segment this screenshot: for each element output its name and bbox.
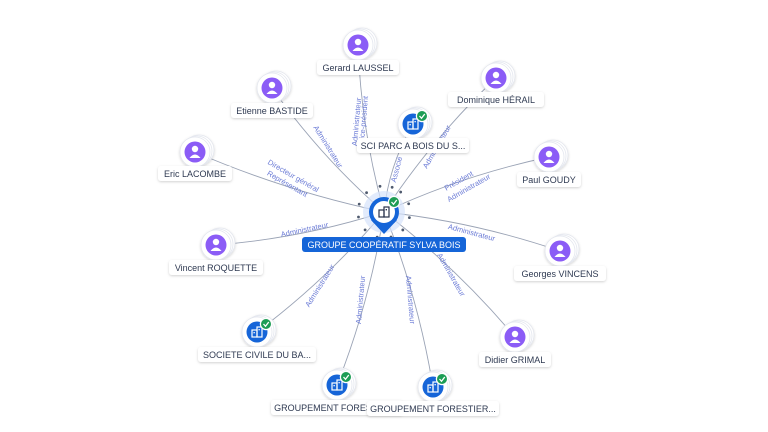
node-goudy[interactable] bbox=[533, 139, 569, 173]
node-name: GROUPEMENT FORESTIER... bbox=[370, 404, 496, 414]
edge-arrow bbox=[407, 202, 411, 206]
edge-arrow bbox=[401, 228, 405, 232]
node-grimal[interactable] bbox=[499, 319, 535, 353]
edge-arrow bbox=[407, 216, 411, 220]
person-icon bbox=[184, 141, 206, 163]
node-label[interactable]: SCI PARC A BOIS DU S... bbox=[357, 138, 469, 153]
node-label[interactable]: Dominique HÉRAIL bbox=[448, 92, 544, 107]
node-label[interactable]: Gerard LAUSSEL bbox=[317, 60, 399, 75]
node-sci[interactable] bbox=[397, 106, 433, 140]
edge-arrow bbox=[365, 191, 368, 195]
edge-line bbox=[383, 211, 434, 388]
person-icon bbox=[504, 326, 526, 348]
node-name: Gerard LAUSSEL bbox=[322, 63, 393, 73]
edge-label: Administrateur bbox=[354, 275, 367, 324]
node-name: Vincent ROQUETTE bbox=[175, 263, 257, 273]
edge-label: Vice-président bbox=[357, 95, 370, 144]
edge-label: Administrateur bbox=[303, 262, 337, 308]
node-name: GROUPEMENT FORESTIER... bbox=[274, 403, 400, 413]
node-vincens[interactable] bbox=[544, 233, 580, 267]
nodes-layer: Gerard LAUSSEL Etienne BASTIDE SCI PARC A … bbox=[158, 27, 606, 416]
node-gf1[interactable] bbox=[321, 367, 357, 401]
check-badge-icon bbox=[435, 372, 449, 386]
node-label[interactable]: Etienne BASTIDE bbox=[231, 103, 313, 118]
node-gf2[interactable] bbox=[417, 369, 453, 403]
node-label[interactable]: Didier GRIMAL bbox=[479, 352, 551, 367]
node-name: Dominique HÉRAIL bbox=[457, 95, 535, 105]
edge-arrow bbox=[390, 185, 394, 189]
edge-arrow bbox=[357, 202, 361, 206]
edge-label: Administrateur bbox=[311, 124, 345, 170]
node-name: SCI PARC A BOIS DU S... bbox=[361, 141, 466, 151]
node-label[interactable]: GROUPEMENT FORESTIER... bbox=[367, 401, 499, 416]
edge-label: Administrateur bbox=[280, 220, 330, 239]
node-bastide[interactable] bbox=[256, 70, 292, 104]
person-icon bbox=[205, 234, 227, 256]
edge-line bbox=[194, 151, 385, 213]
edge-arrow bbox=[357, 215, 360, 219]
edge-arrow bbox=[399, 190, 403, 194]
check-badge-icon bbox=[339, 370, 353, 384]
node-label[interactable]: SOCIETE CIVILE DU BA... bbox=[198, 347, 316, 362]
node-name: Didier GRIMAL bbox=[485, 355, 546, 365]
edge-line bbox=[383, 211, 561, 252]
edge-line bbox=[383, 211, 516, 338]
node-scb[interactable] bbox=[241, 314, 277, 348]
person-icon bbox=[261, 77, 283, 99]
edge-arrow bbox=[378, 184, 382, 188]
check-badge-icon bbox=[259, 317, 273, 331]
edge-label: Administrateur bbox=[435, 252, 467, 299]
node-label[interactable]: Paul GOUDY bbox=[517, 172, 581, 187]
building-icon bbox=[378, 206, 390, 218]
person-icon bbox=[485, 67, 507, 89]
edge-line bbox=[336, 211, 385, 386]
node-name: Paul GOUDY bbox=[522, 175, 576, 185]
person-icon bbox=[538, 146, 560, 168]
edge-label: Associé bbox=[389, 156, 404, 184]
node-name: Etienne BASTIDE bbox=[236, 106, 308, 116]
center-name: GROUPE COOPÉRATIF SYLVA BOIS bbox=[307, 240, 460, 250]
edge-label: Administrateur bbox=[350, 97, 363, 146]
check-badge-icon bbox=[387, 195, 401, 209]
center-node[interactable]: GROUPE COOPÉRATIF SYLVA BOIS bbox=[302, 191, 466, 252]
node-label[interactable]: Georges VINCENS bbox=[514, 266, 606, 281]
node-roquette[interactable] bbox=[200, 227, 236, 261]
edge-arrow bbox=[363, 228, 367, 232]
check-badge-icon bbox=[415, 109, 429, 123]
node-label[interactable]: Eric LACOMBE bbox=[158, 166, 232, 181]
person-icon bbox=[549, 240, 571, 262]
edges-layer bbox=[194, 44, 561, 388]
person-icon bbox=[347, 34, 369, 56]
node-laussel[interactable] bbox=[342, 27, 378, 61]
edge-label: Administrateur bbox=[404, 275, 417, 324]
node-name: Georges VINCENS bbox=[521, 269, 598, 279]
node-label[interactable]: Vincent ROQUETTE bbox=[169, 260, 263, 275]
node-lacombe[interactable] bbox=[179, 134, 215, 168]
node-name: SOCIETE CIVILE DU BA... bbox=[203, 350, 311, 360]
node-herail[interactable] bbox=[480, 60, 516, 94]
node-name: Eric LACOMBE bbox=[164, 169, 226, 179]
center-label-box[interactable] bbox=[302, 237, 466, 252]
